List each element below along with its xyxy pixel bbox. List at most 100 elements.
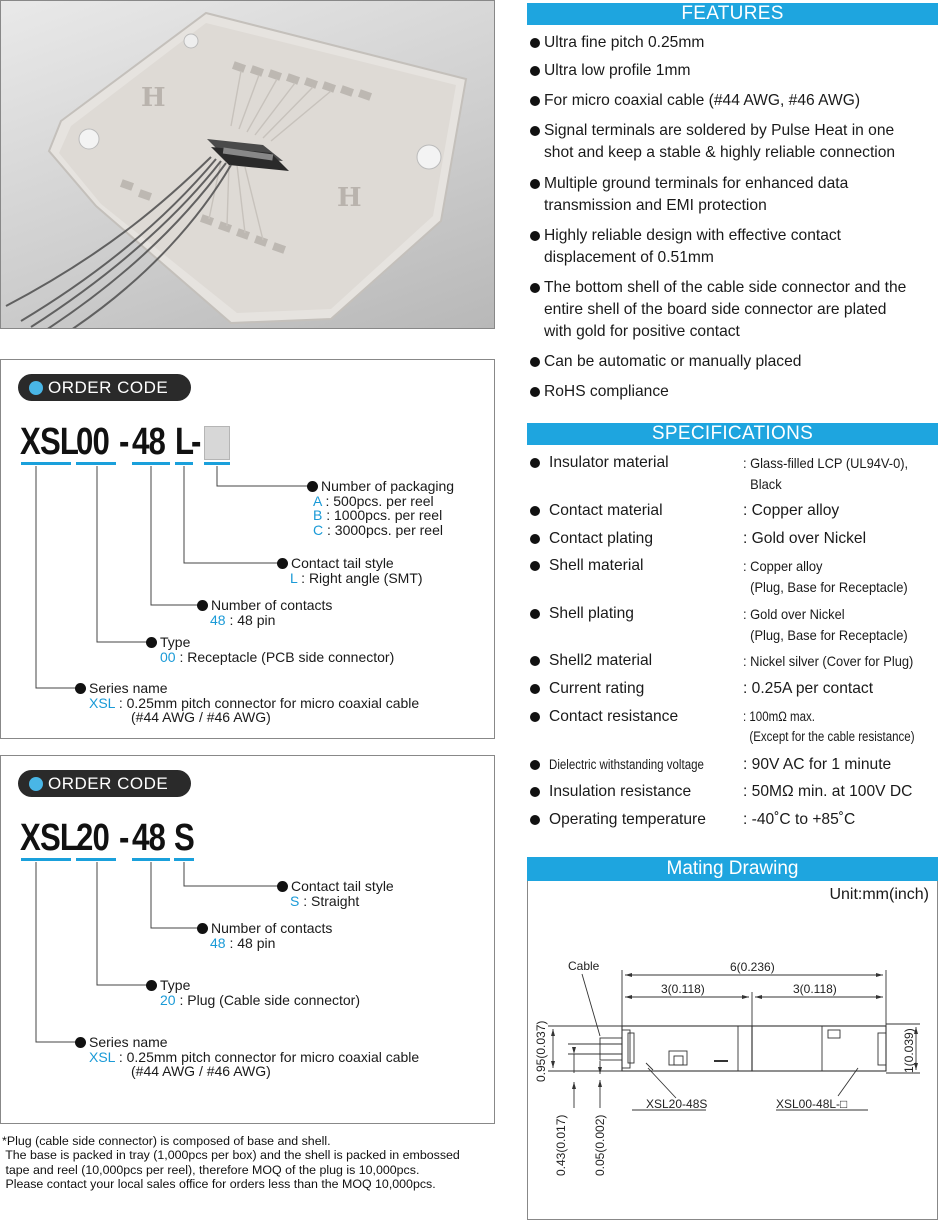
feature-item: Multiple ground terminals for enhanced d… (530, 173, 848, 217)
bullet-icon (530, 534, 540, 544)
legend-contacts: Number of contacts 48 : 48 pin (197, 921, 332, 950)
leader-lines (35, 466, 313, 689)
spec-value: : 50MΩ min. at 100V DC (743, 783, 913, 800)
legend-contacts: Number of contacts 48 : 48 pin (197, 598, 332, 627)
code-part-dash: - (119, 421, 129, 463)
pill-dot-icon (29, 381, 43, 395)
bullet-icon (146, 980, 157, 991)
feature-item: RoHS compliance (530, 381, 669, 403)
svg-text:H: H (141, 83, 166, 113)
code-part-type: 00 (76, 421, 110, 463)
legend-type: Type 20 : Plug (Cable side connector) (146, 978, 360, 1007)
spec-key: Current rating (549, 680, 645, 697)
label-receptacle-part: XSL00-48L-□ (776, 1097, 847, 1111)
bullet-icon (277, 558, 288, 569)
feature-item: The bottom shell of the cable side conne… (530, 277, 906, 343)
bullet-icon (530, 684, 540, 694)
legend-tail-style: Contact tail style L : Right angle (SMT) (277, 556, 423, 585)
bullet-icon (530, 712, 540, 722)
spec-key: Operating temperature (549, 811, 706, 828)
specifications-header: SPECIFICATIONS (527, 423, 938, 445)
order-code-panel-plug: ORDER CODE XSL 20 - 48 S Contact tail st… (0, 755, 495, 1124)
feature-item: Ultra low profile 1mm (530, 60, 690, 82)
code-underline (76, 858, 116, 861)
code-underline (21, 462, 71, 465)
bullet-icon (75, 683, 86, 694)
spec-value: : Gold over Nickel (743, 530, 867, 547)
bullet-icon (146, 637, 157, 648)
label-right-width: 3(0.118) (793, 982, 837, 996)
code-part-contacts: 48 (132, 421, 166, 463)
feature-item: Highly reliable design with effective co… (530, 225, 841, 269)
code-part-dash: - (119, 817, 129, 859)
spec-key: Insulator material (549, 454, 669, 471)
spec-key: Dielectric withstanding voltage (549, 757, 704, 772)
label-height-right: 1(0.039) (902, 1028, 916, 1073)
mating-drawing-header: Mating Drawing (527, 857, 938, 881)
spec-value: : Nickel silver (Cover for Plug) (743, 653, 914, 669)
spec-value: : Glass-filled LCP (UL94V-0), Black (743, 455, 909, 492)
spec-key: Contact plating (549, 530, 654, 547)
label-plug-part: XSL20-48S (646, 1097, 707, 1111)
label-height-left: 0.95(0.037) (534, 1021, 548, 1082)
bullet-icon (197, 923, 208, 934)
mating-drawing-panel: Mating Drawing Unit:mm(inch) (527, 857, 938, 1220)
spec-key: Contact material (549, 502, 663, 519)
spec-value: : -40˚C to +85˚C (743, 811, 856, 828)
code-part-series: XSL (20, 421, 79, 463)
bullet-icon (277, 881, 288, 892)
legend-series: Series name XSL : 0.25mm pitch connector… (75, 1035, 419, 1079)
pill-dot-icon (29, 777, 43, 791)
code-underline (132, 858, 170, 861)
label-cable: Cable (568, 959, 600, 973)
svg-text:H: H (337, 183, 362, 213)
code-underline (21, 858, 71, 861)
spec-key: Contact resistance (549, 708, 679, 725)
label-total-width: 6(0.236) (730, 960, 775, 974)
feature-item: Signal terminals are soldered by Pulse H… (530, 120, 895, 164)
feature-item: Ultra fine pitch 0.25mm (530, 32, 704, 54)
bullet-icon (530, 815, 540, 825)
spec-key: Shell plating (549, 605, 634, 622)
spec-value: : Gold over Nickel (Plug, Base for Recep… (743, 606, 908, 643)
code-part-tail: L (175, 421, 194, 463)
legend-type: Type 00 : Receptacle (PCB side connector… (146, 635, 394, 664)
bullet-icon (530, 506, 540, 516)
bullet-icon (530, 609, 540, 619)
label-dim-043: 0.43(0.017) (554, 1115, 568, 1176)
code-underline (76, 462, 116, 465)
leader-lines (35, 862, 283, 1043)
bullet-icon (75, 1037, 86, 1048)
bullet-icon (530, 656, 540, 666)
code-part-series: XSL (20, 817, 79, 859)
order-code-title: ORDER CODE (18, 770, 191, 797)
spec-key: Shell2 material (549, 652, 653, 669)
bullet-icon (530, 458, 540, 468)
spec-value: : Copper alloy (Plug, Base for Receptacl… (743, 558, 908, 595)
code-underline (175, 462, 193, 465)
spec-row: Insulator material : Glass-filled LCP (U… (530, 453, 938, 495)
mating-drawing: Cable 6(0.236) 3(0.118) 3(0.118) 0.95(0.… (534, 959, 920, 1176)
legend-series: Series name XSL : 0.25mm pitch connector… (75, 681, 419, 725)
feature-item: Can be automatic or manually placed (530, 351, 801, 373)
unit-label: Unit:mm(inch) (829, 886, 929, 903)
spec-value: : Copper alloy (743, 502, 840, 519)
bullet-icon (307, 481, 318, 492)
code-underline (204, 462, 230, 465)
product-photo: H H (0, 0, 495, 329)
spec-value: : 90V AC for 1 minute (743, 756, 892, 773)
order-code-panel-receptacle: ORDER CODE XSL 00 - 48 L - Number of pac… (0, 359, 495, 739)
code-part-dash2: - (191, 421, 201, 463)
code-underline (174, 858, 194, 861)
code-underline (132, 462, 170, 465)
feature-item: For micro coaxial cable (#44 AWG, #46 AW… (530, 90, 860, 112)
code-part-tail: S (174, 817, 195, 859)
bullet-icon (530, 561, 540, 571)
label-left-width: 3(0.118) (661, 982, 705, 996)
spec-key: Insulation resistance (549, 783, 692, 800)
bullet-icon (530, 787, 540, 797)
code-part-contacts: 48 (132, 817, 166, 859)
spec-key: Shell material (549, 557, 644, 574)
code-part-type: 20 (76, 817, 110, 859)
plug-packaging-footnote: *Plug (cable side connector) is composed… (2, 1134, 460, 1191)
